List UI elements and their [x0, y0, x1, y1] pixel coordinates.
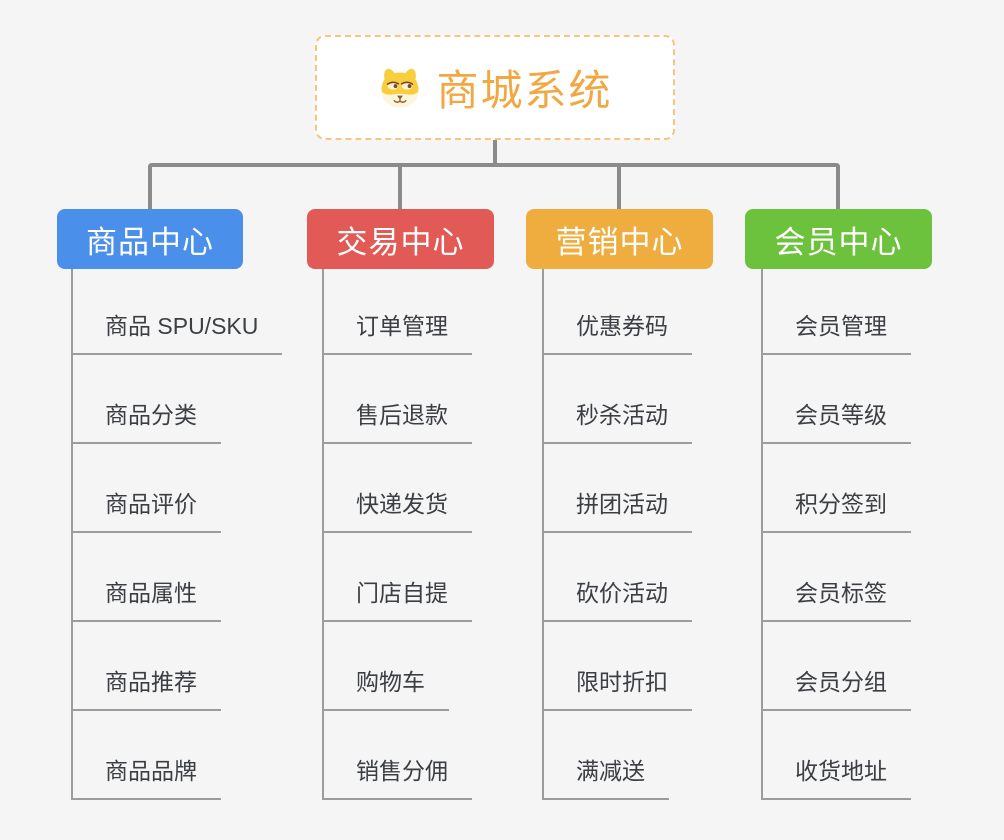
- leaf-node[interactable]: 门店自提: [322, 578, 472, 622]
- leaf-node[interactable]: 砍价活动: [542, 578, 692, 622]
- leaf-column-trade: 订单管理 售后退款 快递发货 门店自提 购物车 销售分佣: [322, 269, 562, 809]
- leaf-column-member: 会员管理 会员等级 积分签到 会员标签 会员分组 收货地址: [761, 269, 1001, 809]
- leaf-node[interactable]: 收货地址: [761, 756, 911, 800]
- branch-node-trade-center[interactable]: 交易中心: [307, 209, 494, 269]
- leaf-node[interactable]: 商品 SPU/SKU: [71, 311, 283, 355]
- leaf-node[interactable]: 商品属性: [71, 578, 221, 622]
- leaf-node[interactable]: 秒杀活动: [542, 400, 692, 444]
- leaf-node[interactable]: 商品分类: [71, 400, 221, 444]
- leaf-node[interactable]: 会员分组: [761, 667, 911, 711]
- leaf-node[interactable]: 满减送: [542, 756, 669, 800]
- column-spine: [761, 269, 763, 800]
- leaf-node[interactable]: 拼团活动: [542, 489, 692, 533]
- root-node[interactable]: 商城系统: [315, 35, 675, 140]
- branch-node-member-center[interactable]: 会员中心: [745, 209, 932, 269]
- column-spine: [322, 269, 324, 800]
- branch-node-product-center[interactable]: 商品中心: [57, 209, 243, 269]
- root-node-label: 商城系统: [436, 67, 613, 114]
- leaf-node[interactable]: 商品推荐: [71, 667, 221, 711]
- column-spine: [542, 269, 544, 800]
- branch-node-marketing-center[interactable]: 营销中心: [526, 209, 713, 269]
- leaf-node[interactable]: 销售分佣: [322, 756, 472, 800]
- leaf-node[interactable]: 商品评价: [71, 489, 221, 533]
- leaf-node[interactable]: 快递发货: [322, 489, 472, 533]
- dog-face-icon: [381, 68, 420, 108]
- leaf-node[interactable]: 购物车: [322, 667, 449, 711]
- leaf-node[interactable]: 限时折扣: [542, 667, 692, 711]
- leaf-node[interactable]: 订单管理: [322, 311, 472, 355]
- leaf-node[interactable]: 会员标签: [761, 578, 911, 622]
- leaf-node[interactable]: 商品品牌: [71, 756, 221, 800]
- leaf-node[interactable]: 会员管理: [761, 311, 911, 355]
- leaf-node[interactable]: 优惠券码: [542, 311, 692, 355]
- leaf-node[interactable]: 积分签到: [761, 489, 911, 533]
- leaf-node[interactable]: 会员等级: [761, 400, 911, 444]
- column-spine: [71, 269, 73, 800]
- leaf-node[interactable]: 售后退款: [322, 400, 472, 444]
- leaf-column-marketing: 优惠券码 秒杀活动 拼团活动 砍价活动 限时折扣 满减送: [542, 269, 782, 809]
- leaf-column-product: 商品 SPU/SKU 商品分类 商品评价 商品属性 商品推荐 商品品牌: [71, 269, 311, 809]
